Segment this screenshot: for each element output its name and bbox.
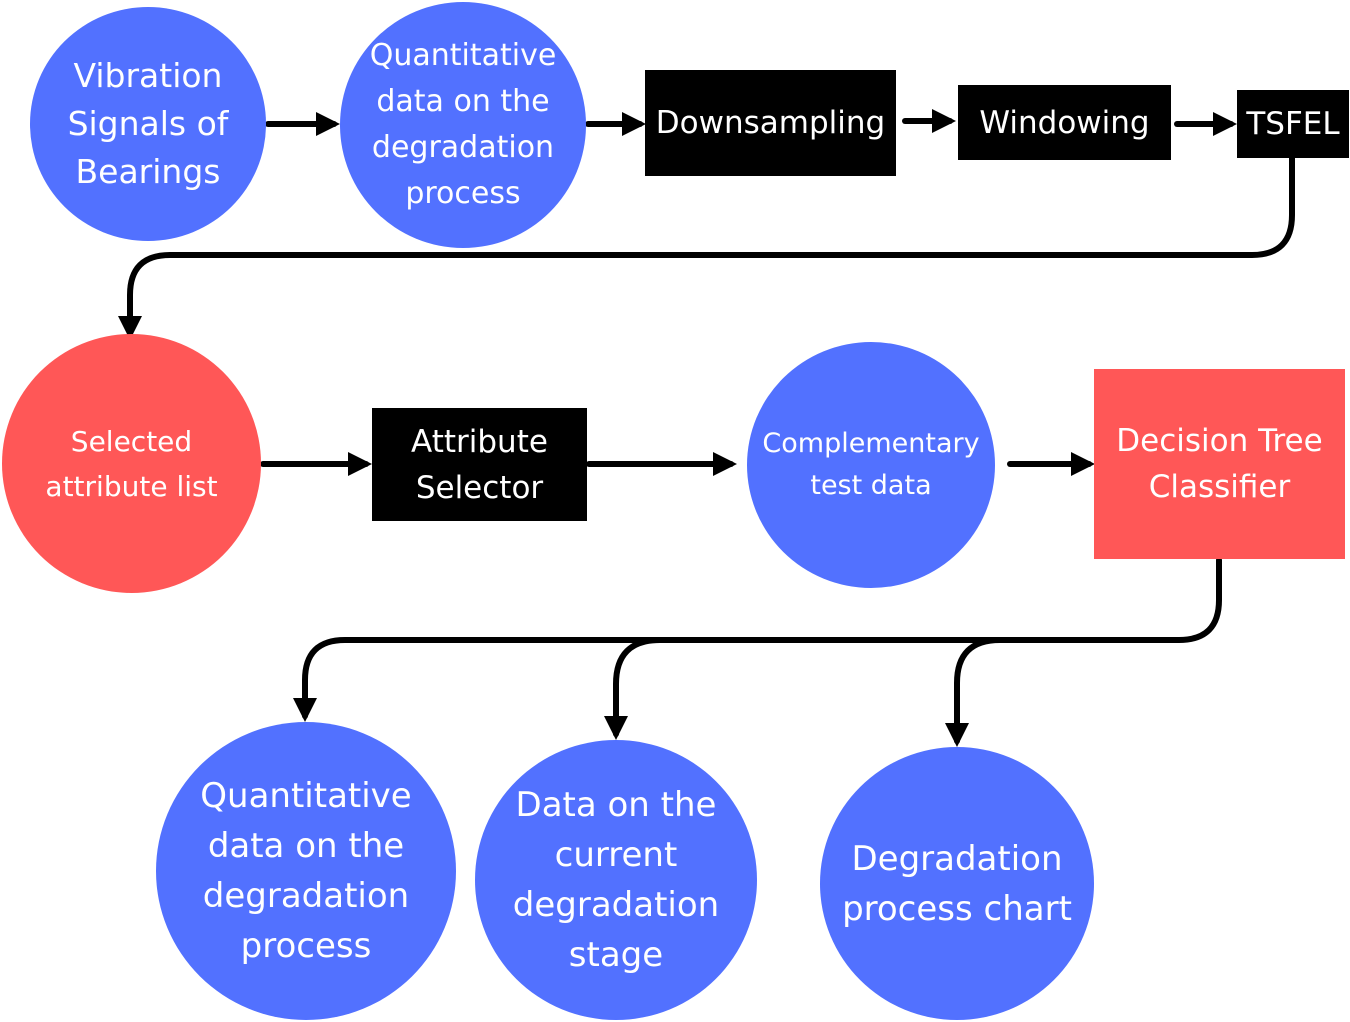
arrow-decision-tree-branch-main: [293, 557, 1222, 722]
node-degradation-process-chart: Degradation process chart: [820, 747, 1094, 1020]
node-quantitative-data-top: Quantitative data on the degradation pro…: [340, 2, 586, 248]
arrow-decision-tree-branch-chart: [945, 637, 1003, 747]
node-current-degradation-stage: Data on the current degradation stage: [475, 740, 757, 1020]
node-attribute-selector-label: Attribute Selector: [411, 423, 548, 506]
node-complementary-test-data-label: Complementary test data: [762, 428, 980, 501]
node-downsampling-label: Downsampling: [655, 105, 886, 141]
node-decision-tree-classifier: Decision Tree Classifier: [1094, 369, 1345, 559]
node-decision-tree-classifier-label: Decision Tree Classifier: [1116, 423, 1323, 505]
node-selected-attribute-list: Selected attribute list: [2, 334, 261, 593]
node-tsfel-label: TSFEL: [1246, 106, 1340, 142]
node-attribute-selector: Attribute Selector: [372, 408, 587, 521]
node-current-degradation-stage-label: Data on the current degradation stage: [512, 785, 720, 975]
node-windowing: Windowing: [958, 85, 1171, 160]
node-tsfel: TSFEL: [1237, 90, 1349, 158]
node-degradation-process-chart-label: Degradation process chart: [842, 838, 1072, 929]
arrow-decision-tree-branch-current-stage: [604, 637, 663, 740]
node-selected-attribute-list-label: Selected attribute list: [45, 424, 218, 503]
node-vibration-signals-label: Vibration Signals of Bearings: [67, 56, 229, 191]
node-vibration-signals: Vibration Signals of Bearings: [30, 7, 266, 241]
node-downsampling: Downsampling: [645, 70, 896, 176]
node-quantitative-data-top-label: Quantitative data on the degradation pro…: [369, 38, 557, 211]
node-complementary-test-data: Complementary test data: [747, 342, 995, 588]
node-windowing-label: Windowing: [979, 104, 1150, 141]
arrow-tsfel-to-selected-attributes: [118, 155, 1295, 340]
node-quantitative-data-bottom-label: Quantitative data on the degradation pro…: [200, 776, 412, 966]
node-quantitative-data-bottom: Quantitative data on the degradation pro…: [156, 722, 456, 1020]
